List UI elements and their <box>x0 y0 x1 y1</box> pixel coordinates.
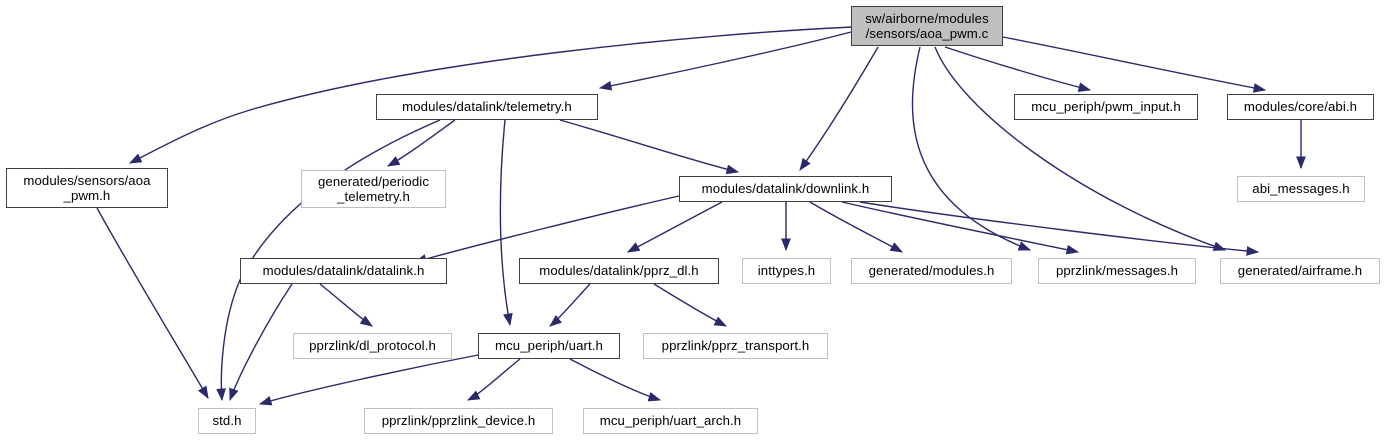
node-pprz_dl_h[interactable]: modules/datalink/pprz_dl.h <box>519 258 719 284</box>
node-airframe_h[interactable]: generated/airframe.h <box>1220 258 1380 284</box>
edge-root-to-airframe_h <box>934 46 1227 251</box>
node-label-root: sw/airborne/modules /sensors/aoa_pwm.c <box>865 10 989 42</box>
node-label-uart_arch_h: mcu_periph/uart_arch.h <box>599 413 742 429</box>
node-telemetry_h[interactable]: modules/datalink/telemetry.h <box>376 94 598 120</box>
edge-datalink_h-to-dl_protocol_h <box>319 283 373 327</box>
node-label-abi_h: modules/core/abi.h <box>1243 99 1358 115</box>
node-label-periodic_tel_h: generated/periodic _telemetry.h <box>317 173 430 205</box>
node-label-gen_modules_h: generated/modules.h <box>868 263 995 279</box>
edge-datalink_h-to-std_h <box>229 283 293 402</box>
node-pprz_transp_h[interactable]: pprzlink/pprz_transport.h <box>643 333 828 359</box>
node-root: sw/airborne/modules /sensors/aoa_pwm.c <box>851 6 1003 46</box>
edge-telemetry_h-to-periodic_tel_h <box>387 119 456 167</box>
node-uart_h[interactable]: mcu_periph/uart.h <box>478 333 620 359</box>
edge-root-to-messages_h <box>911 46 1032 251</box>
edge-downlink_h-to-pprz_dl_h <box>627 201 723 253</box>
node-label-telemetry_h: modules/datalink/telemetry.h <box>402 99 572 115</box>
edge-downlink_h-to-messages_h <box>841 201 1080 255</box>
edge-telemetry_h-to-downlink_h <box>559 119 740 175</box>
node-label-datalink_h: modules/datalink/datalink.h <box>262 263 425 279</box>
edges-group <box>96 26 1306 406</box>
node-label-downlink_h: modules/datalink/downlink.h <box>701 181 870 197</box>
node-messages_h[interactable]: pprzlink/messages.h <box>1038 258 1196 284</box>
node-label-abi_messages_h: abi_messages.h <box>1252 181 1350 197</box>
edge-pprz_dl_h-to-uart_h <box>549 283 591 327</box>
node-label-aoa_pwm_h: modules/sensors/aoa _pwm.h <box>23 172 151 204</box>
node-datalink_h[interactable]: modules/datalink/datalink.h <box>240 258 447 284</box>
edge-root-to-pwm_input_h <box>944 46 1092 92</box>
node-gen_modules_h[interactable]: generated/modules.h <box>851 258 1012 284</box>
node-abi_h[interactable]: modules/core/abi.h <box>1227 94 1374 120</box>
edge-root-to-downlink_h <box>799 46 879 171</box>
node-label-pprz_transp_h: pprzlink/pprz_transport.h <box>661 338 810 354</box>
node-label-pwm_input_h: mcu_periph/pwm_input.h <box>1031 99 1181 115</box>
node-label-std_h: std.h <box>212 413 242 429</box>
edge-root-to-aoa_pwm_h <box>128 26 854 164</box>
node-downlink_h[interactable]: modules/datalink/downlink.h <box>679 176 892 202</box>
edge-uart_h-to-pprzlink_dev_h <box>466 358 521 401</box>
edge-downlink_h-to-gen_modules_h <box>809 201 903 253</box>
node-aoa_pwm_h[interactable]: modules/sensors/aoa _pwm.h <box>6 168 168 208</box>
node-dl_protocol_h[interactable]: pprzlink/dl_protocol.h <box>293 333 452 359</box>
node-inttypes_h[interactable]: inttypes.h <box>742 258 831 284</box>
edge-pprz_dl_h-to-pprz_transp_h <box>653 283 728 327</box>
node-label-pprzlink_dev_h: pprzlink/pprzlink_device.h <box>381 413 536 429</box>
node-uart_arch_h[interactable]: mcu_periph/uart_arch.h <box>583 408 758 434</box>
edge-downlink_h-to-airframe_h <box>859 201 1260 256</box>
edge-downlink_h-to-datalink_h <box>413 195 680 264</box>
edge-uart_h-to-uart_arch_h <box>569 358 662 402</box>
node-label-pprz_dl_h: modules/datalink/pprz_dl.h <box>539 263 699 279</box>
node-periodic_tel_h[interactable]: generated/periodic _telemetry.h <box>301 170 446 208</box>
edge-uart_h-to-std_h <box>258 354 479 406</box>
edge-root-to-abi_h <box>1002 36 1267 93</box>
node-pwm_input_h[interactable]: mcu_periph/pwm_input.h <box>1014 94 1198 120</box>
node-abi_messages_h[interactable]: abi_messages.h <box>1237 176 1365 202</box>
node-label-uart_h: mcu_periph/uart.h <box>495 338 603 354</box>
edge-telemetry_h-to-uart_h <box>499 119 513 327</box>
node-label-airframe_h: generated/airframe.h <box>1237 263 1363 279</box>
node-label-inttypes_h: inttypes.h <box>757 263 816 279</box>
node-label-dl_protocol_h: pprzlink/dl_protocol.h <box>309 338 436 354</box>
node-label-messages_h: pprzlink/messages.h <box>1055 263 1179 279</box>
node-std_h[interactable]: std.h <box>198 408 256 434</box>
node-pprzlink_dev_h[interactable]: pprzlink/pprzlink_device.h <box>364 408 553 434</box>
edge-aoa_pwm_h-to-std_h <box>96 207 209 399</box>
edge-root-to-telemetry_h <box>598 31 852 91</box>
